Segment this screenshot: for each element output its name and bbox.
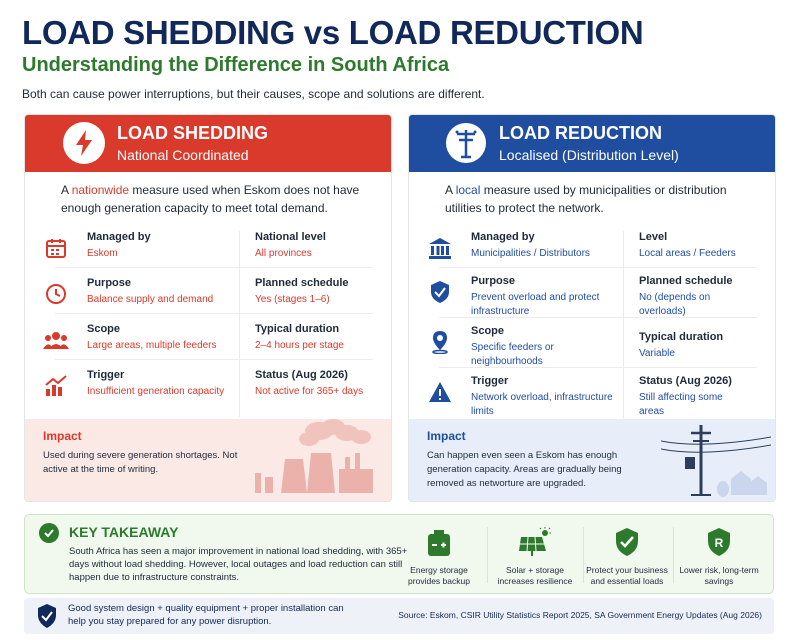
shield-check-icon: [36, 603, 58, 634]
power-line-illustration: [661, 425, 771, 497]
load-reduction-subtitle: Localised (Distribution Level): [499, 147, 679, 163]
takeaway-item-storage: Energy storage provides backup: [397, 525, 481, 587]
battery-icon: [397, 525, 481, 557]
lightning-icon: [63, 122, 105, 164]
load-reduction-description: A local measure used by municipalities o…: [445, 183, 727, 215]
row-managed-by: Managed by Eskom National level All prov…: [25, 231, 391, 279]
load-shedding-impact: Impact Used during severe generation sho…: [25, 419, 391, 501]
shield-check-icon: [585, 525, 669, 557]
load-reduction-title: LOAD REDUCTION: [499, 123, 662, 143]
load-reduction-card: LOAD REDUCTION Localised (Distribution L…: [408, 114, 776, 502]
footer-source: Source: Eskom, CSIR Utility Statistics R…: [398, 610, 762, 620]
takeaway-item-savings: R Lower risk, long-term savings: [677, 525, 761, 587]
row-purpose: Purpose Prevent overload and protect inf…: [409, 275, 775, 323]
row-scope: Scope Specific feeders or neighbourhoods…: [409, 325, 775, 373]
load-shedding-card: LOAD SHEDDING National Coordinated A nat…: [24, 114, 392, 502]
page-title: LOAD SHEDDING vs LOAD REDUCTION: [22, 14, 644, 51]
key-takeaway-text: South Africa has seen a major improvemen…: [69, 546, 408, 583]
warning-icon: [427, 379, 453, 405]
clock-icon: [43, 281, 69, 307]
key-takeaway-panel: KEY TAKEAWAY South Africa has seen a maj…: [24, 514, 774, 594]
calendar-icon: [43, 235, 69, 261]
page-subtitle: Understanding the Difference in South Af…: [22, 54, 450, 76]
load-reduction-header: LOAD REDUCTION Localised (Distribution L…: [409, 115, 775, 172]
key-takeaway-title: KEY TAKEAWAY: [69, 524, 179, 540]
bar-chart-icon: [43, 373, 69, 399]
load-shedding-subtitle: National Coordinated: [117, 147, 249, 163]
people-icon: [43, 327, 69, 353]
money-shield-icon: R: [677, 525, 761, 557]
footer-bar: Good system design + quality equipment +…: [24, 598, 774, 634]
load-shedding-title: LOAD SHEDDING: [117, 123, 269, 143]
row-trigger: Trigger Network overload, infrastructure…: [409, 375, 775, 423]
intro-text: Both can cause power interruptions, but …: [22, 87, 485, 101]
highlight-nationwide: nationwide: [71, 183, 130, 197]
load-shedding-description: A nationwide measure used when Eskom doe…: [61, 183, 360, 215]
location-pin-icon: [427, 329, 453, 355]
power-plant-illustration: [255, 419, 373, 493]
load-reduction-impact: Impact Can happen even seen a Eskom has …: [409, 419, 775, 501]
row-trigger: Trigger Insufficient generation capacity…: [25, 369, 391, 417]
load-shedding-header: LOAD SHEDDING National Coordinated: [25, 115, 391, 172]
takeaway-item-protect: Protect your business and essential load…: [585, 525, 669, 587]
row-purpose: Purpose Balance supply and demand Planne…: [25, 277, 391, 325]
highlight-local: local: [455, 183, 481, 197]
takeaway-item-solar: Solar + storage increases resilience: [493, 525, 577, 587]
svg-text:R: R: [715, 536, 724, 550]
power-pole-icon: [445, 122, 487, 164]
shield-icon: [427, 279, 453, 305]
building-icon: [427, 235, 453, 261]
check-circle-icon: [39, 523, 59, 543]
row-managed-by: Managed by Municipalities / Distributors…: [409, 231, 775, 279]
row-scope: Scope Large areas, multiple feeders Typi…: [25, 323, 391, 371]
solar-panel-icon: [493, 525, 577, 557]
footer-message: Good system design + quality equipment +…: [68, 603, 344, 627]
